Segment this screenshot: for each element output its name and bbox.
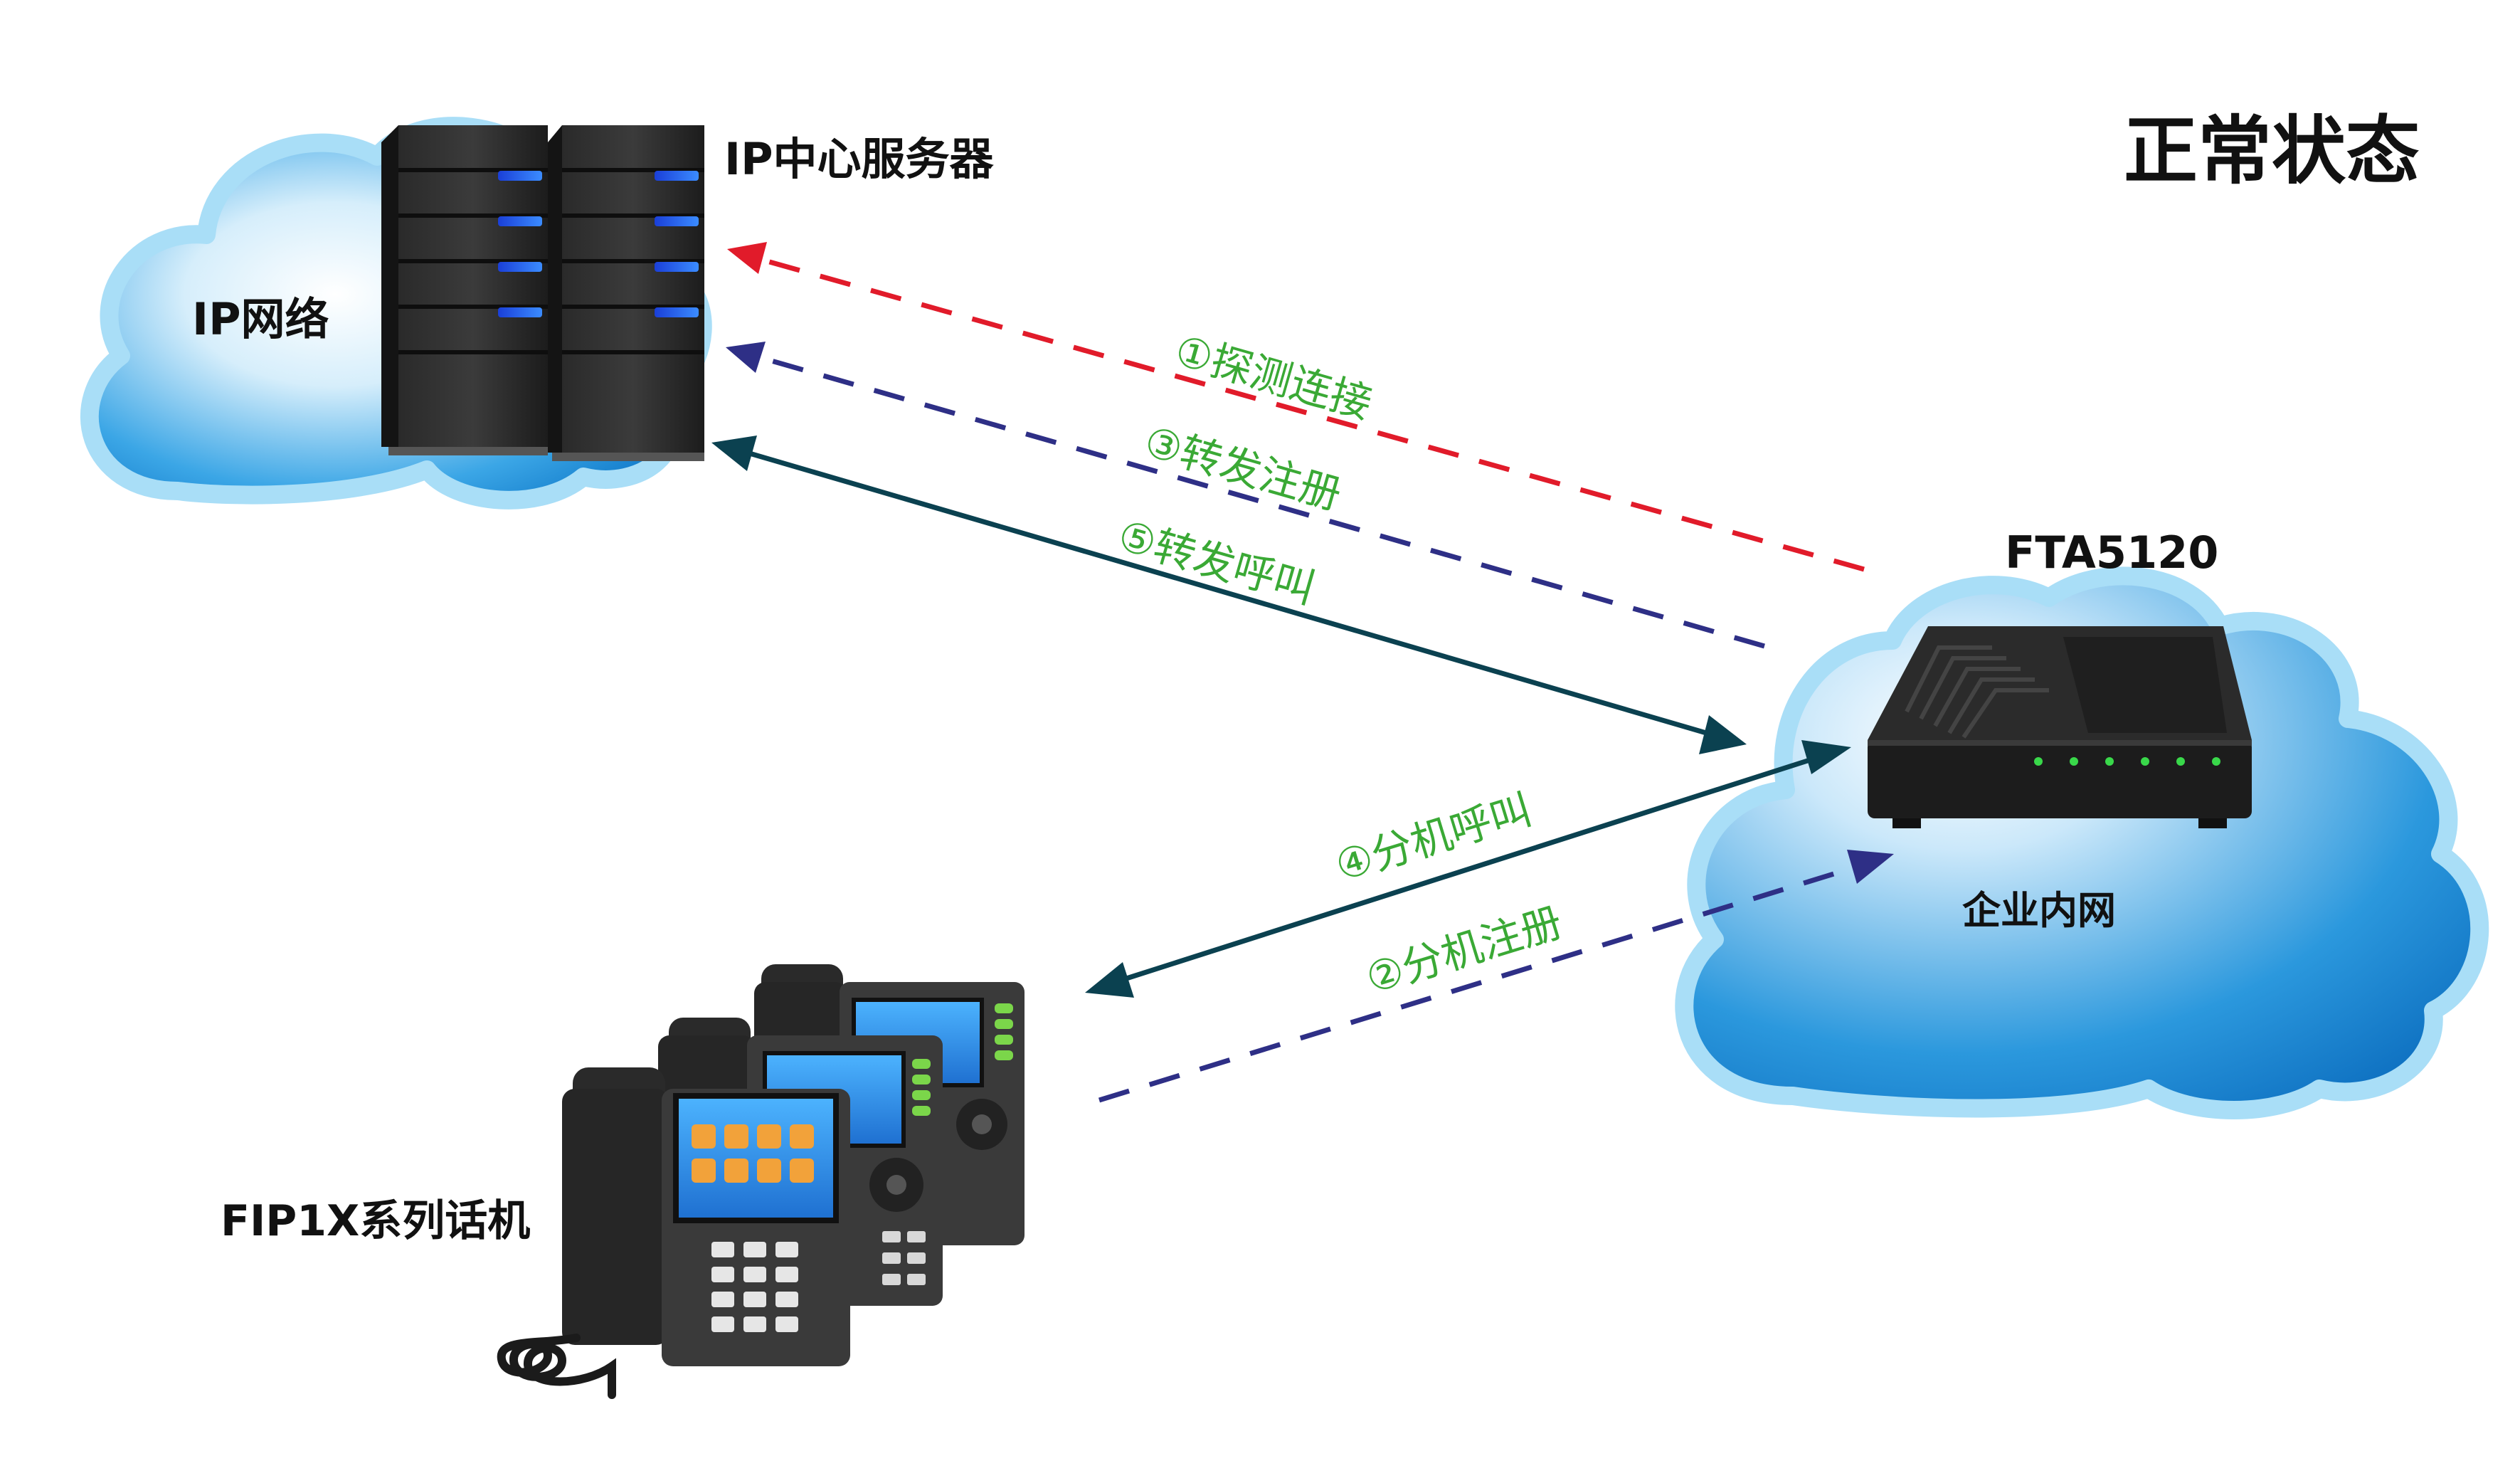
enterprise-network-label: 企业内网 bbox=[1962, 888, 2116, 933]
arrow-step-4 bbox=[1123, 756, 1816, 982]
step-5-label: ⑤转发呼叫 bbox=[1113, 511, 1320, 613]
server-icon bbox=[381, 125, 704, 461]
arrowhead-step-4-end bbox=[1801, 740, 1851, 774]
arrow-step-5 bbox=[746, 450, 1712, 737]
page-title: 正常状态 bbox=[2124, 107, 2420, 194]
arrows bbox=[711, 242, 1894, 1103]
arrow-step-3 bbox=[753, 353, 1765, 649]
arrowhead-step-5-end bbox=[1699, 715, 1747, 754]
enterprise-network-cloud bbox=[1675, 566, 2489, 1119]
gateway-model-label: FTA5120 bbox=[2005, 527, 2218, 579]
step-4-label: ④分机呼叫 bbox=[1330, 785, 1537, 890]
arrowhead-step-1 bbox=[727, 242, 767, 274]
arrowhead-step-2 bbox=[1847, 850, 1894, 884]
step-1-label: ①探测连接 bbox=[1170, 326, 1377, 428]
arrowhead-step-5-start bbox=[711, 436, 757, 471]
arrow-step-1 bbox=[753, 255, 1865, 572]
gateway-device-icon bbox=[1868, 626, 2252, 828]
arrow-step-2 bbox=[1098, 864, 1858, 1103]
ip-server-label: IP中心服务器 bbox=[724, 133, 995, 185]
phones-label: FIP1X系列话机 bbox=[221, 1196, 530, 1246]
ip-phones-icon bbox=[497, 964, 1025, 1399]
ip-network-label: IP网络 bbox=[192, 293, 329, 345]
step-3-label: ③转发注册 bbox=[1139, 417, 1347, 519]
arrowhead-step-4-start bbox=[1085, 962, 1134, 998]
arrowhead-step-3 bbox=[726, 342, 766, 373]
